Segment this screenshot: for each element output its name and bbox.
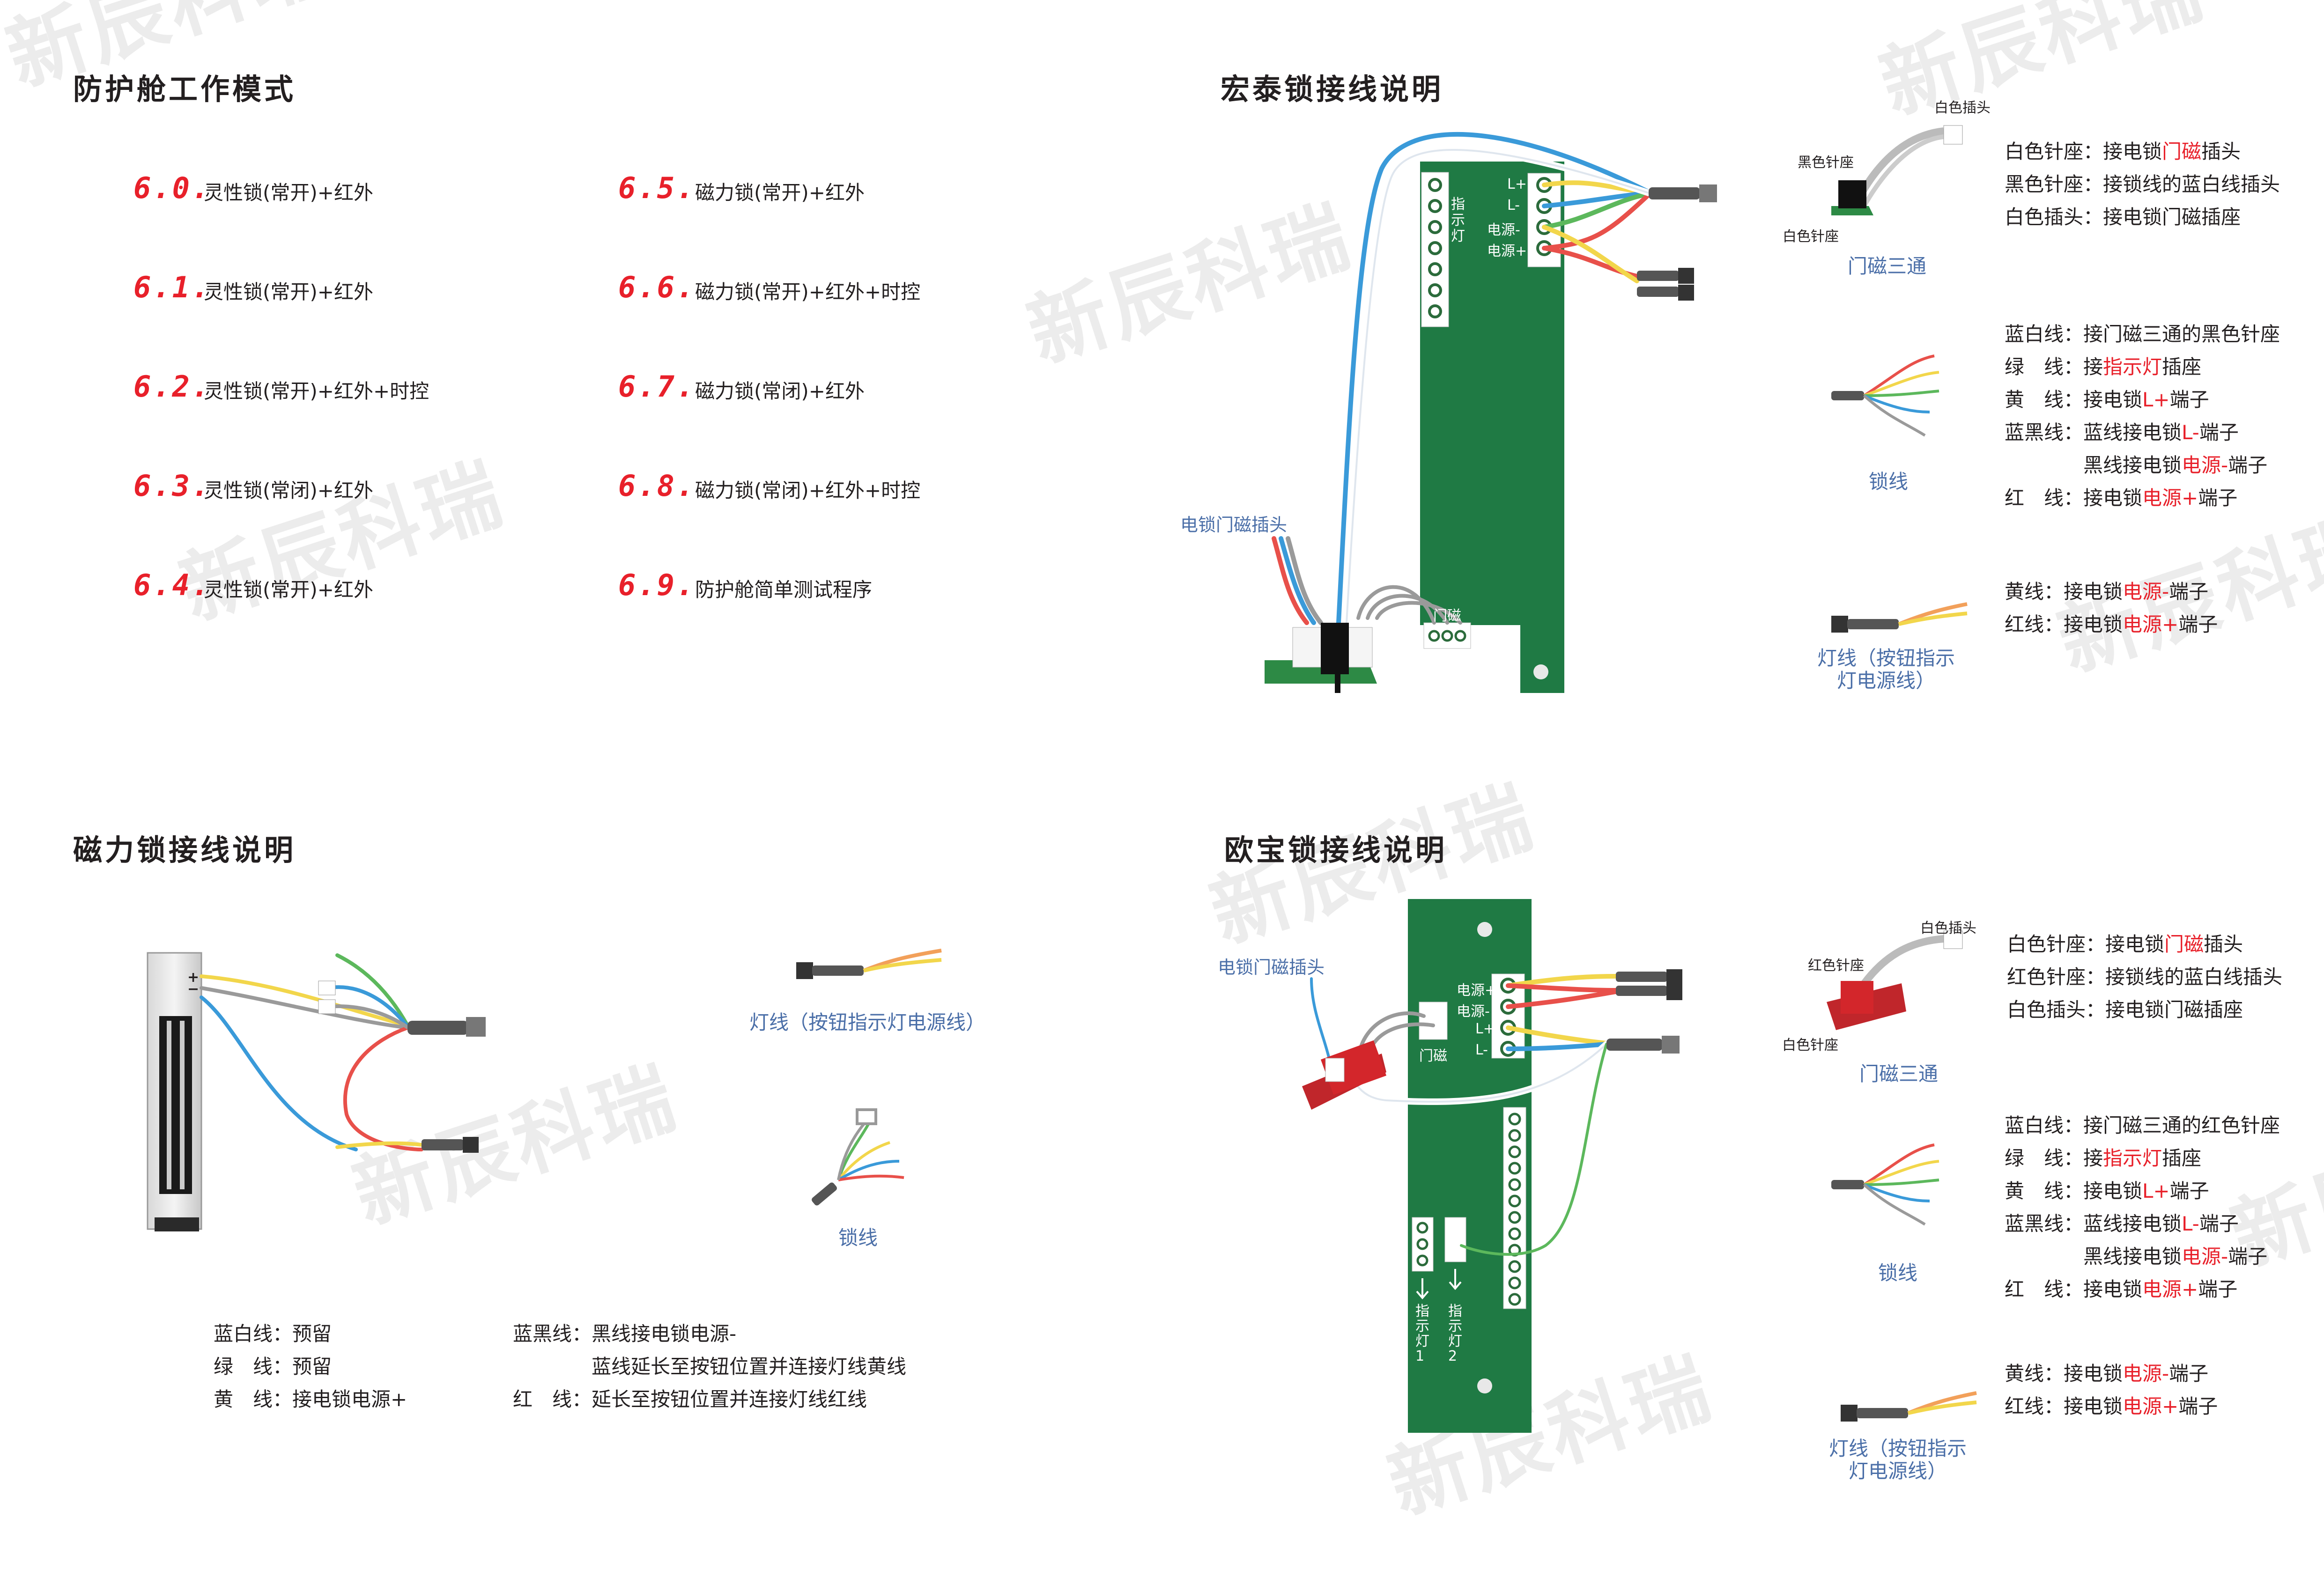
hongtai-tee-white-plug: 白色插头 xyxy=(1934,100,1991,116)
hongtai-label-indicator: 指示灯 xyxy=(1451,196,1465,244)
oubao-wires xyxy=(1310,974,1618,1256)
mode-desc: 灵性锁(常开)+红外+时控 xyxy=(204,380,429,403)
desc-line: 黄 线：接电锁L+端子 xyxy=(2005,1179,2209,1202)
hongtai-tee-caption: 门磁三通 xyxy=(1848,255,1927,278)
mode-desc: 磁力锁(常闭)+红外 xyxy=(695,380,865,403)
desc-line: 绿 线：接指示灯插座 xyxy=(2005,1147,2202,1170)
desc-line: 黑线接电锁电源-端子 xyxy=(2005,1245,2268,1268)
desc-line: 蓝黑线：黑线接电锁电源- xyxy=(513,1322,737,1345)
mode-code: 6.7. xyxy=(618,369,696,404)
oubao-tee-white-plug: 白色插头 xyxy=(1920,920,1976,936)
oubao-label-ind1: 指示灯1 xyxy=(1415,1303,1429,1364)
desc-line: 黄 线：接电锁电源+ xyxy=(214,1388,407,1411)
cili-lock-caption: 锁线 xyxy=(838,1226,878,1249)
desc-line: 绿 线：预留 xyxy=(214,1355,332,1378)
oubao-label-power-plus: 电源+ xyxy=(1457,982,1497,999)
desc-line: 白色针座：接电锁门磁插头 xyxy=(2007,933,2243,956)
desc-line: 蓝白线：接门磁三通的红色针座 xyxy=(2005,1114,2280,1137)
mode-desc: 防护舱简单测试程序 xyxy=(695,578,873,601)
oubao-tee-white-pin: 白色针座 xyxy=(1782,1037,1838,1054)
desc-line: 蓝黑线：蓝线接电锁L-端子 xyxy=(2005,421,2239,444)
oubao-door-tee xyxy=(1302,1040,1387,1110)
oubao-tee-red-pin: 红色针座 xyxy=(1808,958,1864,974)
mode-desc: 灵性锁(常开)+红外 xyxy=(204,280,373,303)
desc-line: 黄 线：接电锁L+端子 xyxy=(2005,388,2209,411)
oubao-light-caption: 灯线（按钮指示灯电源线） xyxy=(1829,1437,1967,1482)
oubao-label-door: 门磁 xyxy=(1419,1048,1447,1064)
hongtai-tee-black-pin: 黑色针座 xyxy=(1798,155,1854,171)
oubao-label-l-plus: L+ xyxy=(1475,1021,1495,1037)
mode-code: 6.9. xyxy=(618,568,696,602)
mode-code: 6.5. xyxy=(618,171,696,205)
mode-code: 6.0. xyxy=(133,171,211,205)
hongtai-door-tee xyxy=(1265,623,1377,693)
hongtai-tee-icon xyxy=(1831,125,1963,215)
desc-line: 白色针座：接电锁门磁插头 xyxy=(2005,140,2241,163)
cili-light-wire-icon xyxy=(796,949,942,979)
desc-line: 红色针座：接锁线的蓝白线插头 xyxy=(2007,965,2283,988)
oubao-label-ind2: 指示灯2 xyxy=(1448,1303,1462,1364)
cili-light-caption: 灯线（按钮指示灯电源线） xyxy=(749,1011,986,1034)
hongtai-wires xyxy=(1272,132,1652,626)
mode-desc: 磁力锁(常闭)+红外+时控 xyxy=(695,479,921,502)
desc-line: 蓝白线：接门磁三通的黑色针座 xyxy=(2005,323,2280,346)
oubao-door-plug-label: 电锁门磁插头 xyxy=(1218,957,1325,978)
hongtai-label-power-plus: 电源+ xyxy=(1487,243,1527,259)
desc-line: 蓝白线：预留 xyxy=(214,1322,332,1345)
desc-line: 白色插头：接电锁门磁插座 xyxy=(2005,206,2241,228)
mode-desc: 灵性锁(常开)+红外 xyxy=(204,181,373,204)
oubao-label-power-minus: 电源- xyxy=(1457,1003,1490,1020)
desc-line: 红线：接电锁电源+端子 xyxy=(2005,1395,2218,1418)
desc-line: 红 线：接电锁电源+端子 xyxy=(2005,486,2238,509)
mode-desc: 磁力锁(常开)+红外 xyxy=(695,181,865,204)
desc-line: 黑线接电锁电源-端子 xyxy=(2005,454,2268,477)
mode-code: 6.4. xyxy=(133,568,211,602)
desc-line: 黄线：接电锁电源-端子 xyxy=(2005,1362,2209,1385)
hongtai-lock-caption: 锁线 xyxy=(1869,470,1909,493)
hongtai-label-door: 门磁 xyxy=(1433,608,1461,624)
oubao-tee-caption: 门磁三通 xyxy=(1859,1062,1939,1085)
modes-title: 防护舱工作模式 xyxy=(73,72,296,106)
desc-line: 红线：接电锁电源+端子 xyxy=(2005,613,2218,636)
hongtai-label-l-plus: L+ xyxy=(1507,176,1527,192)
oubao-pcb xyxy=(1408,899,1532,1433)
hongtai-lock-wire-icon xyxy=(1831,354,1939,437)
desc-line: 黄线：接电锁电源-端子 xyxy=(2005,580,2209,603)
mode-code: 6.8. xyxy=(618,469,696,503)
cili-wires xyxy=(200,953,423,1151)
hongtai-title: 宏泰锁接线说明 xyxy=(1221,72,1444,106)
mode-code: 6.2. xyxy=(133,369,211,404)
mode-code: 6.1. xyxy=(133,270,211,304)
mode-desc: 灵性锁(常闭)+红外 xyxy=(204,479,373,502)
hongtai-tee-white-pin: 白色针座 xyxy=(1783,228,1839,245)
desc-line: 绿 线：接指示灯插座 xyxy=(2005,355,2202,378)
mode-desc: 灵性锁(常开)+红外 xyxy=(204,578,373,601)
oubao-title: 欧宝锁接线说明 xyxy=(1224,833,1448,867)
desc-line: 蓝线延长至按钮位置并连接灯线黄线 xyxy=(513,1355,907,1378)
cili-plus-sign: + xyxy=(187,969,200,986)
oubao-light-wire-icon xyxy=(1841,1391,1977,1422)
desc-line: 蓝黑线：蓝线接电锁L-端子 xyxy=(2005,1212,2239,1235)
mode-desc: 磁力锁(常开)+红外+时控 xyxy=(695,280,921,303)
hongtai-light-wire-icon xyxy=(1831,602,1968,633)
hongtai-label-l-minus: L- xyxy=(1507,197,1520,214)
cili-minus-sign: − xyxy=(187,981,200,997)
desc-line: 黑色针座：接锁线的蓝白线插头 xyxy=(2005,173,2280,196)
oubao-label-l-minus: L- xyxy=(1475,1042,1488,1058)
hongtai-light-caption: 灯线（按钮指示灯电源线） xyxy=(1817,647,1955,692)
oubao-lock-wire-icon xyxy=(1831,1143,1939,1226)
desc-line: 红 线：延长至按钮位置并连接灯线红线 xyxy=(513,1388,867,1411)
mode-code: 6.3. xyxy=(133,469,211,503)
hongtai-label-power-minus: 电源- xyxy=(1487,222,1520,238)
hongtai-door-plug-label: 电锁门磁插头 xyxy=(1180,515,1288,535)
mode-code: 6.6. xyxy=(618,270,696,304)
oubao-lock-caption: 锁线 xyxy=(1878,1261,1918,1284)
desc-line: 红 线：接电锁电源+端子 xyxy=(2005,1278,2238,1301)
desc-line: 白色插头：接电锁门磁插座 xyxy=(2007,998,2243,1021)
cili-title: 磁力锁接线说明 xyxy=(73,833,296,867)
magnetic-lock xyxy=(147,952,202,1231)
cili-lock-wire-icon xyxy=(812,1108,904,1206)
oubao-tee-icon xyxy=(1827,930,1963,1030)
